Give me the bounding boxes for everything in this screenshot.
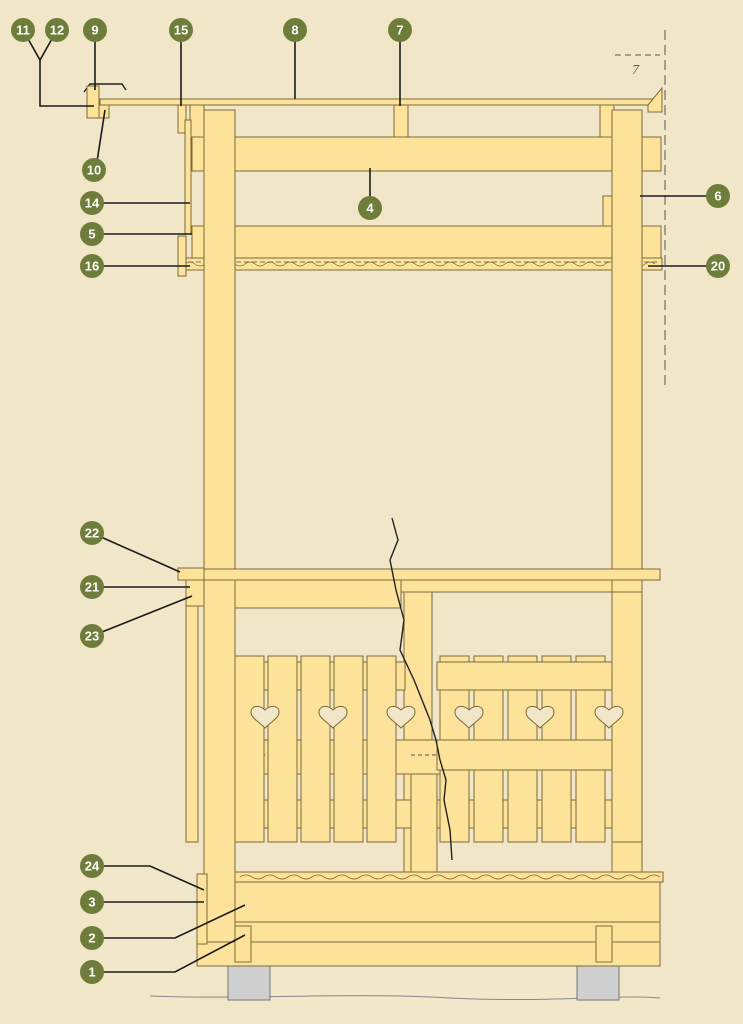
deck-grain <box>239 874 661 880</box>
svg-text:12: 12 <box>50 23 64 38</box>
callout-11: 11 <box>11 18 35 42</box>
handrail-under-right <box>400 579 613 593</box>
post-left <box>203 109 236 964</box>
callout-20: 20 <box>706 254 730 278</box>
rail-mid-right <box>436 739 613 771</box>
base-beam-1 <box>196 941 661 967</box>
callout-4: 4 <box>358 196 382 220</box>
joist-end-left <box>234 925 252 963</box>
handrail-under <box>234 579 402 609</box>
svg-text:14: 14 <box>85 196 100 211</box>
roof-board <box>99 98 663 106</box>
rail-upper-right <box>436 661 613 691</box>
svg-text:21: 21 <box>85 580 99 595</box>
callout-22: 22 <box>80 521 104 545</box>
callout-24: 24 <box>80 854 104 878</box>
ceiling-grain <box>184 261 656 267</box>
deck-boards <box>234 871 664 883</box>
heart-cutouts <box>250 705 624 729</box>
footing-right <box>576 961 620 1001</box>
svg-text:5: 5 <box>88 227 95 242</box>
callout-8: 8 <box>283 18 307 42</box>
callout-21: 21 <box>80 575 104 599</box>
rafter-15 <box>177 104 187 134</box>
callout-16: 16 <box>80 254 104 278</box>
callout-3: 3 <box>80 890 104 914</box>
left-plate-16 <box>177 235 187 277</box>
left-block-22 <box>177 567 205 581</box>
svg-text:20: 20 <box>711 259 725 274</box>
floor-beam-2 <box>234 881 661 923</box>
svg-text:3: 3 <box>88 895 95 910</box>
handrail-top <box>185 568 661 581</box>
side-board-14 <box>184 119 192 235</box>
ceiling-joist <box>179 257 663 271</box>
svg-text:16: 16 <box>85 259 99 274</box>
upper-beam-4 <box>191 136 662 172</box>
svg-text:2: 2 <box>88 931 95 946</box>
bench-leg <box>410 773 438 873</box>
callout-6: 6 <box>706 184 730 208</box>
callout-14: 14 <box>80 191 104 215</box>
joist-end-right <box>595 925 613 963</box>
mid-beam-5 <box>191 225 662 259</box>
callout-1: 1 <box>80 960 104 984</box>
svg-text:24: 24 <box>85 859 100 874</box>
break-line <box>389 517 453 861</box>
footing-left <box>227 961 271 1001</box>
callout-5: 5 <box>80 222 104 246</box>
fascia-right <box>647 86 663 113</box>
callout-12: 12 <box>45 18 69 42</box>
svg-text:15: 15 <box>174 23 188 38</box>
callout-23: 23 <box>80 624 104 648</box>
fascia-left <box>86 85 100 119</box>
callout-7: 7 <box>388 18 412 42</box>
callout-2: 2 <box>80 926 104 950</box>
svg-text:1: 1 <box>88 965 95 980</box>
svg-text:22: 22 <box>85 526 99 541</box>
rafter-7 <box>393 104 409 138</box>
svg-text:9: 9 <box>91 23 98 38</box>
callout-10: 10 <box>82 158 106 182</box>
svg-text:10: 10 <box>87 163 101 178</box>
left-sill-3 <box>196 873 208 945</box>
left-block-21 <box>185 579 205 607</box>
wall-cut-label: 7 <box>632 63 640 78</box>
svg-text:11: 11 <box>16 23 30 38</box>
callout-15: 15 <box>169 18 193 42</box>
callout-9: 9 <box>83 18 107 42</box>
svg-text:7: 7 <box>396 23 403 38</box>
svg-text:6: 6 <box>714 189 721 204</box>
rafter-left <box>189 104 205 140</box>
svg-text:4: 4 <box>366 201 374 216</box>
balusters-left <box>234 655 397 843</box>
svg-text:23: 23 <box>85 629 99 644</box>
svg-text:8: 8 <box>291 23 298 38</box>
left-outer-rail <box>185 579 199 843</box>
